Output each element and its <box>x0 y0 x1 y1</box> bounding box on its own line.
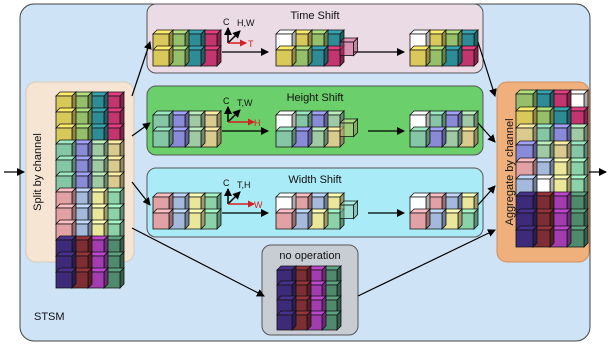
height-shift-title: Height Shift <box>287 92 344 104</box>
aggregate-block <box>515 225 538 248</box>
width-axis-c: C <box>223 178 230 188</box>
height-axis-diag: T,W <box>237 98 253 108</box>
width-axis-right: W <box>254 200 263 210</box>
time-axis-c: C <box>223 17 230 27</box>
width-axes-icon: C T,H W <box>223 178 263 210</box>
time-axes-icon: C H,W T <box>223 17 255 49</box>
split-label: Split by channel <box>32 133 44 211</box>
time-output-block <box>409 45 431 67</box>
feature-cubes <box>55 29 589 331</box>
width-ghost-block <box>339 200 359 220</box>
no-operation-title: no operation <box>279 250 340 262</box>
height-ghost-block <box>339 118 359 138</box>
time-input-block <box>152 45 174 67</box>
height-shifted-block <box>275 126 297 148</box>
time-shifted-block <box>275 45 297 67</box>
width-input-block <box>152 208 174 230</box>
time-ghost-block <box>339 37 359 57</box>
time-axis-right: T <box>248 39 254 49</box>
aggregate-label: Aggregate by channel <box>504 118 516 225</box>
width-axis-diag: T,H <box>237 180 251 190</box>
height-axis-c: C <box>223 96 230 106</box>
flow-arrows <box>4 41 607 297</box>
time-axis-diag: H,W <box>237 18 255 28</box>
height-output-block <box>409 126 431 148</box>
module-label: STSM <box>34 311 65 323</box>
height-input-block <box>152 126 174 148</box>
width-shift-title: Width Shift <box>288 174 341 186</box>
height-axes-icon: C T,W H <box>223 96 261 128</box>
split-block <box>55 267 77 289</box>
time-shift-title: Time Shift <box>290 10 339 22</box>
height-axis-right: H <box>254 118 261 128</box>
width-output-block <box>409 208 431 230</box>
width-shifted-block <box>275 208 297 230</box>
noop-block <box>276 310 297 331</box>
